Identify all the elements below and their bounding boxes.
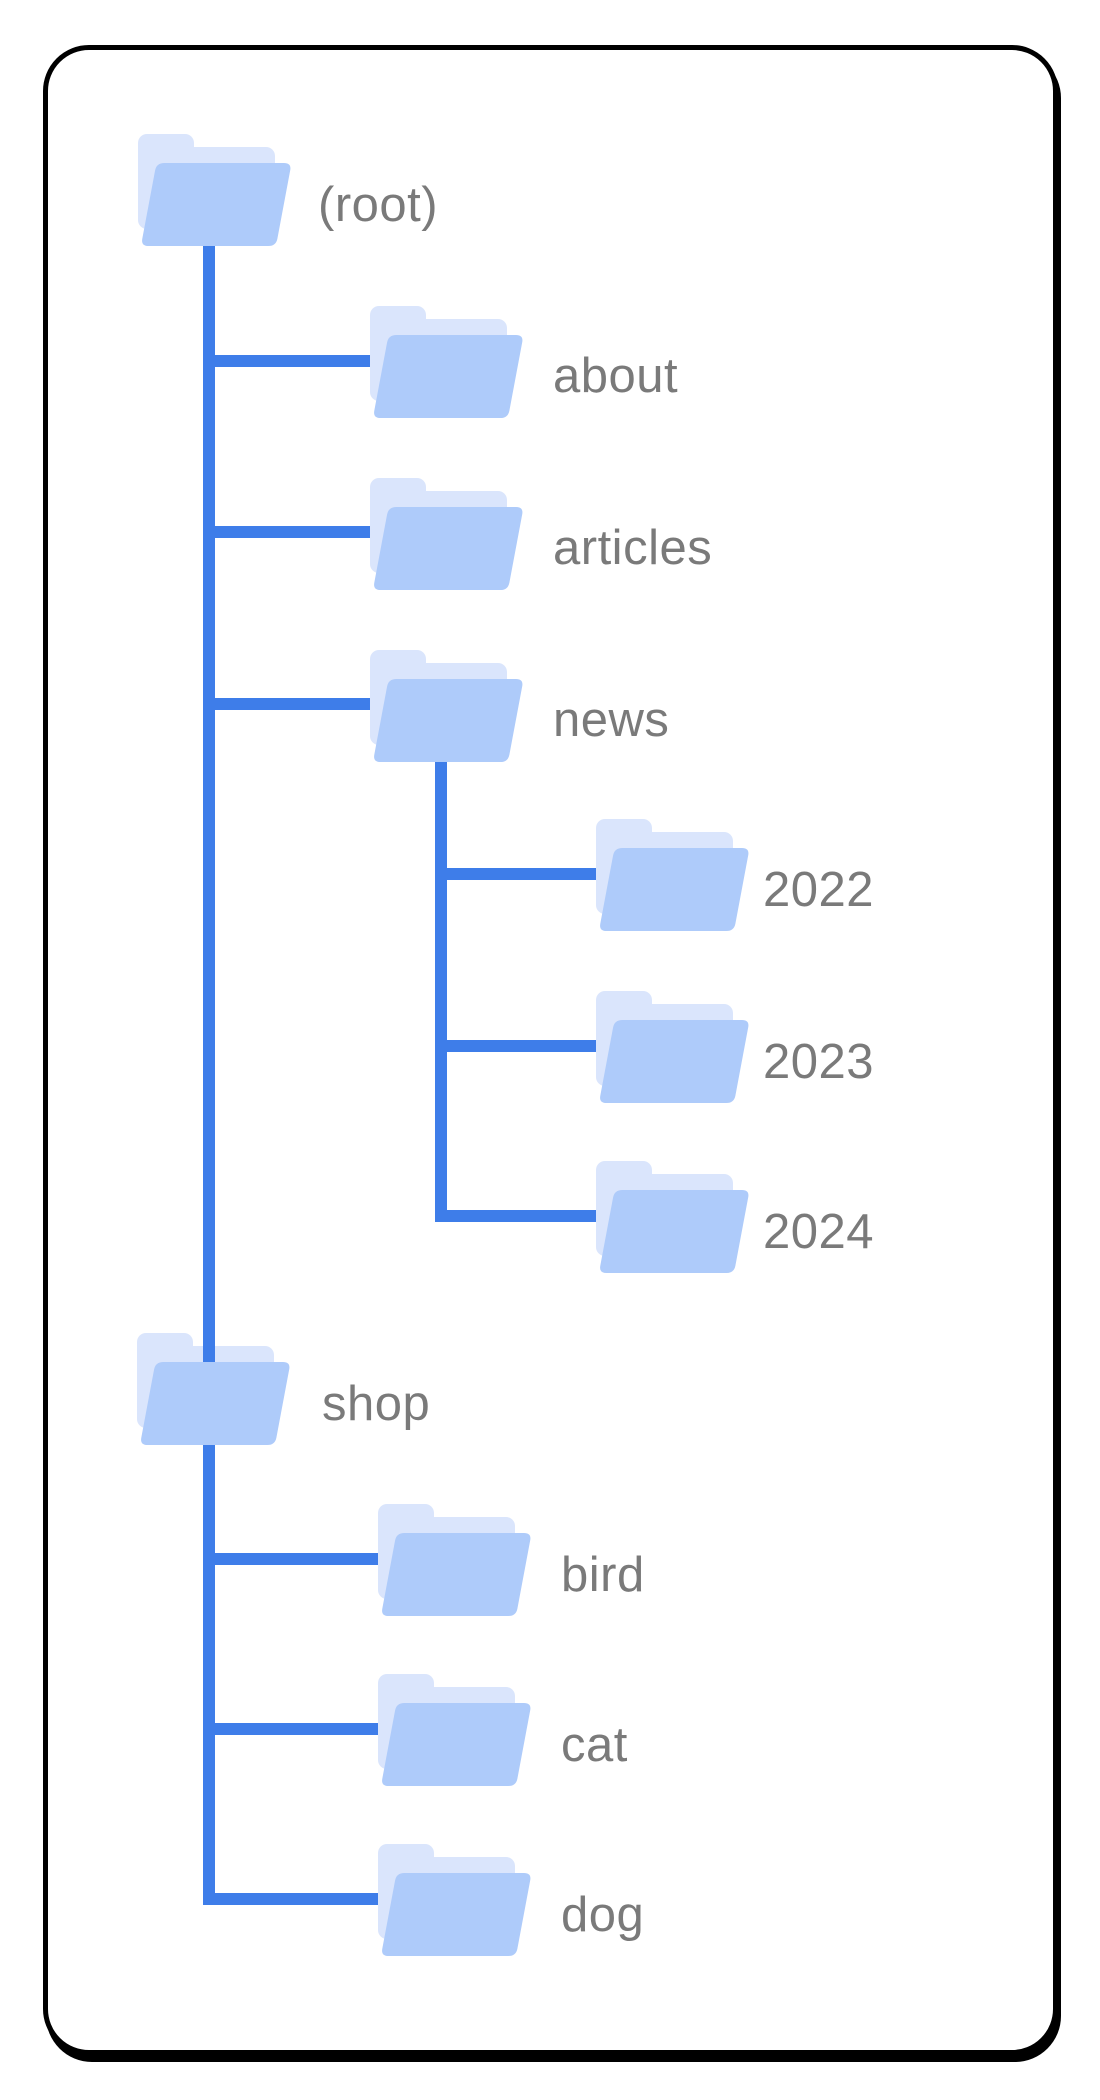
node-label-root: (root) <box>318 178 439 232</box>
folder-icon-articles <box>370 478 523 590</box>
folder-icon-news <box>370 650 523 762</box>
branch-line-2023 <box>435 1040 610 1052</box>
trunk-line-root <box>203 240 215 1905</box>
node-label-articles: articles <box>553 521 713 575</box>
folder-front-shape <box>600 1020 749 1103</box>
branch-line-dog <box>203 1893 398 1905</box>
folder-icon-cat <box>378 1674 531 1786</box>
folder-front-shape <box>600 1190 749 1273</box>
node-label-2024: 2024 <box>763 1205 875 1259</box>
folder-front-shape <box>382 1533 531 1616</box>
branch-line-articles <box>203 526 390 538</box>
node-label-cat: cat <box>561 1718 628 1772</box>
folder-front-shape <box>374 679 523 762</box>
node-label-shop: shop <box>322 1377 431 1431</box>
folder-icon-2023 <box>596 991 749 1103</box>
folder-icon-2022 <box>596 819 749 931</box>
folder-icon-root <box>138 134 291 246</box>
node-label-2022: 2022 <box>763 863 875 917</box>
folder-front-shape <box>142 163 291 246</box>
node-label-bird: bird <box>561 1548 645 1602</box>
folder-icon-about <box>370 306 523 418</box>
node-label-2023: 2023 <box>763 1035 875 1089</box>
folder-front-shape <box>600 848 749 931</box>
branch-line-cat <box>203 1723 398 1735</box>
folder-front-shape <box>382 1703 531 1786</box>
node-label-news: news <box>553 693 670 747</box>
branch-line-bird <box>203 1553 398 1565</box>
branch-line-2022 <box>435 868 610 880</box>
folder-front-shape <box>382 1873 531 1956</box>
node-label-about: about <box>553 349 679 403</box>
folder-front-shape <box>141 1362 290 1445</box>
node-label-dog: dog <box>561 1888 645 1942</box>
folder-icon-2024 <box>596 1161 749 1273</box>
branch-line-2024 <box>435 1210 610 1222</box>
branch-line-about <box>203 355 390 367</box>
folder-front-shape <box>374 335 523 418</box>
folder-front-shape <box>374 507 523 590</box>
folder-icon-bird <box>378 1504 531 1616</box>
folder-icon-dog <box>378 1844 531 1956</box>
folder-icon-shop-front <box>141 1362 290 1445</box>
branch-line-news <box>203 698 390 710</box>
trunk-line-news <box>435 754 447 1222</box>
